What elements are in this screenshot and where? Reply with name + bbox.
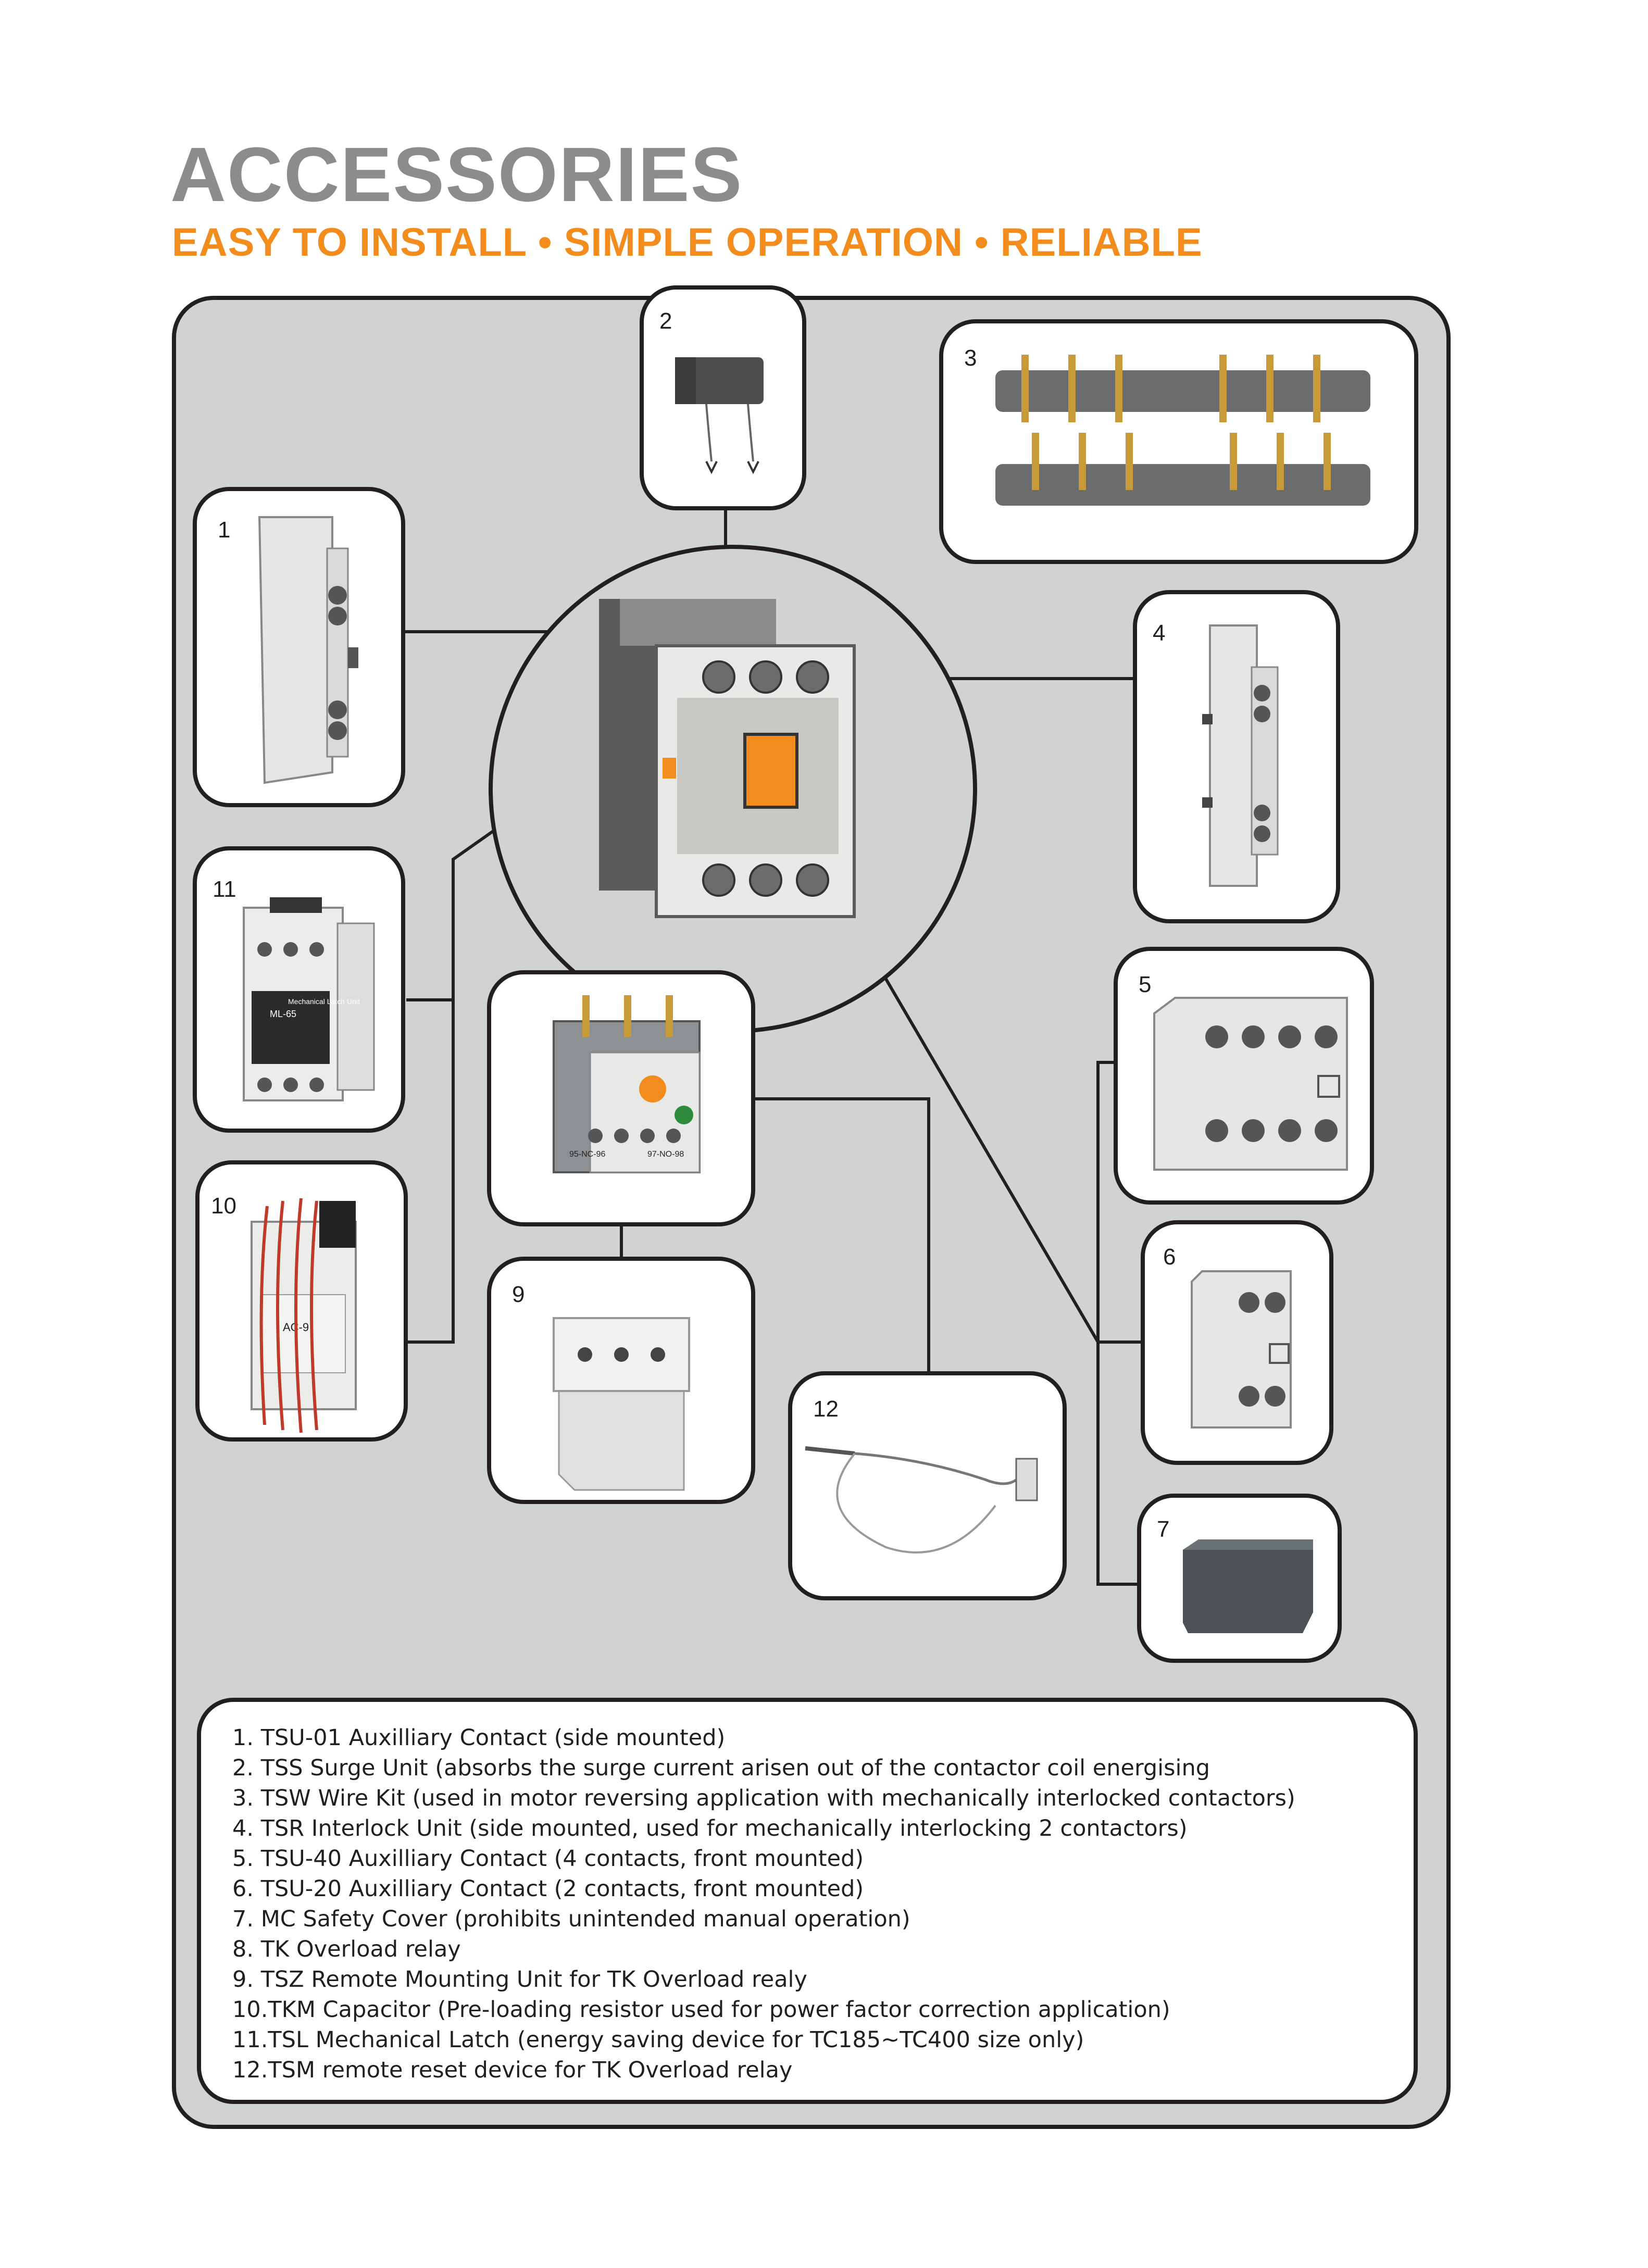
- legend-item: 7. MC Safety Cover (prohibits unintended…: [232, 1906, 910, 1932]
- legend-item: 3. TSW Wire Kit (used in motor reversing…: [232, 1785, 1295, 1811]
- front-aux-contact-4-icon: [1153, 997, 1348, 1171]
- callout-number: 10: [211, 1193, 236, 1219]
- callout-number: 5: [1139, 972, 1152, 997]
- accessory-box-12[interactable]: 12: [788, 1371, 1067, 1600]
- legend-item: 8. TK Overload relay: [232, 1936, 461, 1962]
- accessory-box-10[interactable]: 10 AC-9: [195, 1160, 408, 1442]
- callout-number: 7: [1157, 1517, 1170, 1542]
- accessory-box-4[interactable]: 4: [1133, 590, 1340, 923]
- legend-item: 11.TSL Mechanical Latch (energy saving d…: [232, 2027, 1084, 2053]
- legend-item: 6. TSU-20 Auxilliary Contact (2 contacts…: [232, 1876, 864, 1902]
- latch-model-label: ML-65: [270, 1009, 296, 1019]
- accessory-box-8[interactable]: 95-NC-96 97-NO-98: [487, 970, 755, 1226]
- safety-cover-icon: [1183, 1539, 1313, 1633]
- interlock-unit-icon: [1202, 624, 1279, 887]
- callout-number: 2: [659, 308, 672, 334]
- accessory-box-1[interactable]: 1: [193, 487, 405, 807]
- side-aux-contact-icon: [258, 516, 358, 784]
- callout-number: 1: [218, 517, 231, 543]
- remote-reset-device-icon: [805, 1446, 1038, 1553]
- mechanical-latch-icon: ML-65 Mechanical Latch Unit: [243, 897, 375, 1101]
- callout-number: 6: [1163, 1244, 1176, 1270]
- latch-name-label: Mechanical Latch Unit: [288, 997, 360, 1006]
- accessory-box-11[interactable]: 11 ML-65 Mechanical Latch Unit: [193, 846, 405, 1133]
- overload-relay-icon: 95-NC-96 97-NO-98: [553, 995, 701, 1173]
- page-title: ACCESSORIES: [170, 132, 743, 218]
- accessory-box-5[interactable]: 5: [1114, 947, 1374, 1205]
- accessory-box-2[interactable]: 2: [640, 285, 806, 510]
- relay-left-label: 95-NC-96: [569, 1150, 605, 1159]
- callout-number: 4: [1153, 620, 1166, 646]
- legend-item: 4. TSR Interlock Unit (side mounted, use…: [232, 1815, 1188, 1841]
- legend-item: 1. TSU-01 Auxilliary Contact (side mount…: [232, 1725, 726, 1751]
- callout-number: 3: [964, 345, 977, 371]
- wire-kit-icon: [995, 355, 1370, 506]
- remote-mounting-unit-icon: [553, 1317, 690, 1491]
- callout-number: 9: [512, 1282, 525, 1307]
- callout-number: 12: [813, 1396, 839, 1422]
- accessory-box-9[interactable]: 9: [487, 1257, 755, 1504]
- surge-unit-icon: [675, 357, 764, 474]
- accessory-box-6[interactable]: 6: [1141, 1220, 1333, 1465]
- accessory-box-3[interactable]: 3: [939, 319, 1418, 564]
- front-aux-contact-2-icon: [1191, 1270, 1292, 1429]
- accessories-legend: 1. TSU-01 Auxilliary Contact (side mount…: [197, 1698, 1418, 2104]
- legend-item: 10.TKM Capacitor (Pre-loading resistor u…: [232, 1997, 1170, 2023]
- legend-item: 5. TSU-40 Auxilliary Contact (4 contacts…: [232, 1846, 864, 1872]
- legend-item: 12.TSM remote reset device for TK Overlo…: [232, 2057, 793, 2083]
- page-subtitle: EASY TO INSTALL • SIMPLE OPERATION • REL…: [172, 220, 1203, 265]
- main-contactor-icon: [599, 599, 856, 918]
- accessory-box-7[interactable]: 7: [1137, 1494, 1342, 1663]
- legend-item: 9. TSZ Remote Mounting Unit for TK Overl…: [232, 1966, 807, 1993]
- relay-right-label: 97-NO-98: [647, 1150, 684, 1159]
- callout-number: 11: [213, 876, 236, 902]
- legend-item: 2. TSS Surge Unit (absorbs the surge cur…: [232, 1755, 1210, 1781]
- capacitor-unit-icon: AC-9: [251, 1198, 357, 1433]
